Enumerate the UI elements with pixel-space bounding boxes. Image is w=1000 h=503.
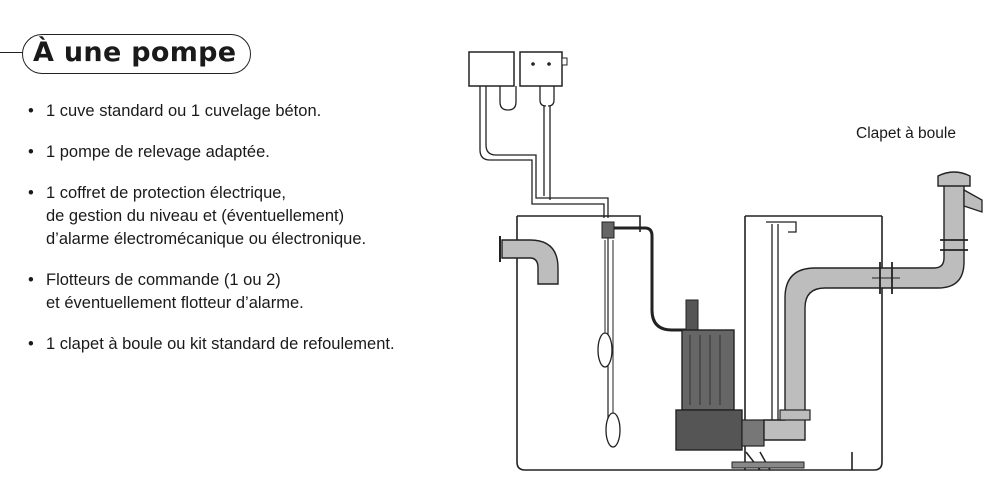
list-item-line: 1 coffret de protection électrique, (46, 184, 287, 202)
submersible-pump (675, 299, 805, 471)
list-item-line: d’alarme électromécanique ou électroniqu… (46, 230, 367, 248)
equipment-list: 1 cuve standard ou 1 cuvelage béton. 1 p… (28, 100, 468, 374)
check-valve-label: Clapet à boule (856, 125, 956, 142)
list-item-line: de gestion du niveau et (éventuellement) (46, 207, 345, 225)
list-item-line: 1 cuve standard ou 1 cuvelage béton. (46, 102, 322, 120)
list-item: 1 pompe de relevage adaptée. (28, 141, 468, 164)
electrical-cables (479, 86, 609, 218)
control-box-left (468, 51, 515, 87)
list-item-line: 1 pompe de relevage adaptée. (46, 143, 270, 161)
pump-installation-diagram (468, 51, 983, 471)
list-item: 1 coffret de protection électrique, de g… (28, 182, 468, 251)
check-valve (937, 171, 983, 251)
list-item: 1 cuve standard ou 1 cuvelage béton. (28, 100, 468, 123)
float-switch-assembly (597, 221, 621, 448)
list-item: 1 clapet à boule ou kit standard de refo… (28, 333, 468, 356)
section-title: À une pompe (22, 34, 252, 74)
list-item-line: et éventuellement flotteur d’alarme. (46, 294, 304, 312)
discharge-pipe (763, 177, 965, 441)
title-connector-line (0, 52, 24, 53)
guide-rail (766, 221, 797, 420)
inlet-pipe-elbow (499, 236, 559, 285)
control-box-right (519, 51, 568, 87)
list-item: Flotteurs de commande (1 ou 2) et éventu… (28, 269, 468, 315)
list-item-line: Flotteurs de commande (1 ou 2) (46, 271, 281, 289)
pump-cable (614, 226, 688, 332)
list-item-line: 1 clapet à boule ou kit standard de refo… (46, 335, 395, 353)
